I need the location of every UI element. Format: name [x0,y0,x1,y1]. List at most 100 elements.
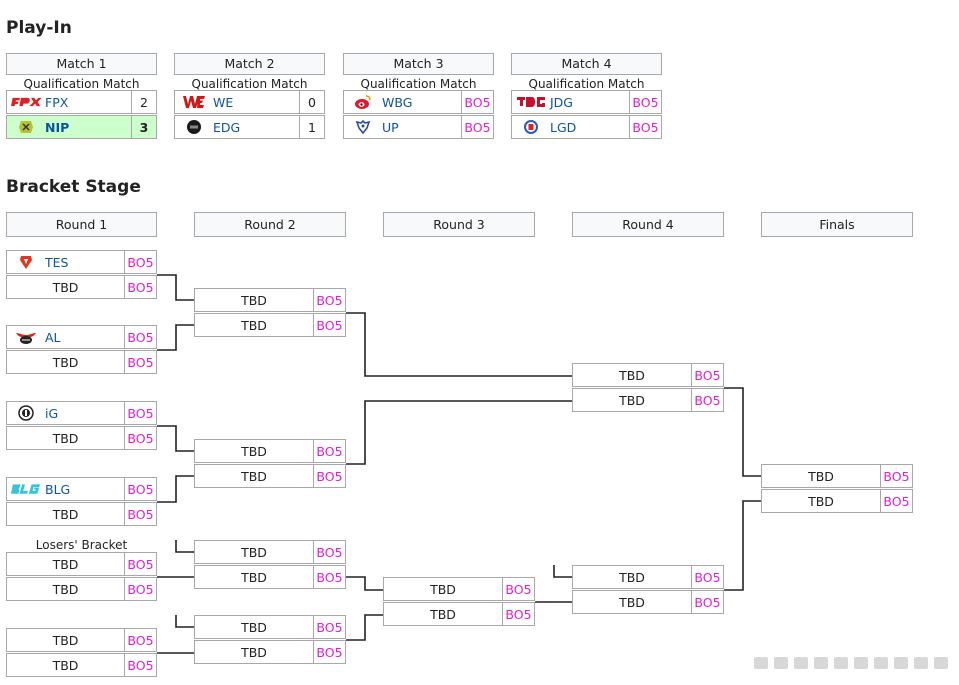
al-logo-icon [11,329,41,345]
tes-logo-icon [11,254,41,270]
score: BO5 [629,116,661,138]
tbd-label: TBD [52,632,79,648]
tbd-label: TBD [619,367,645,383]
bo-label: BO5 [313,465,345,487]
score: BO5 [461,91,493,113]
bo-label: BO5 [313,314,345,336]
connector-drop-r4 [553,565,572,578]
bo-label: BO5 [880,465,912,487]
team-link[interactable]: LGD [550,119,577,135]
bo-label: BO5 [124,326,156,348]
nip-logo-icon [11,119,41,135]
tbd-label: TBD [808,468,834,484]
r2-m1-team-2: TBD BO5 [194,313,346,337]
tbd-label: TBD [52,556,79,572]
r1-m1-team-1: TES BO5 [6,250,157,274]
r2-l2-team-1: TBD BO5 [194,615,346,639]
team-link[interactable]: UP [382,119,399,135]
r1-m2-team-2: TBD BO5 [6,350,157,374]
tbd-label: TBD [430,606,456,622]
bo-label: BO5 [880,490,912,512]
connector-drop-l1 [175,540,194,553]
bo-label: BO5 [313,641,345,663]
tbd-label: TBD [241,317,267,333]
team-link[interactable]: TES [45,254,69,270]
r4-l1-team-2: TBD BO5 [572,590,724,614]
r2-m2-team-2: TBD BO5 [194,464,346,488]
bo-label: BO5 [313,541,345,563]
playin-title: Play-In [6,18,72,38]
tbd-label: TBD [430,581,456,597]
tbd-label: TBD [52,581,79,597]
team-link[interactable]: iG [45,405,59,421]
connector-r1m3-r2 [157,425,194,452]
team-link[interactable]: BLG [45,481,71,497]
tbd-label: TBD [52,506,79,522]
playin-match-4-sub: Qualification Match [528,77,645,91]
losers-bracket-label: Losers' Bracket [35,538,128,552]
team-link[interactable]: FPX [45,94,69,110]
connector-r4m1-finals [724,387,761,477]
playin-match-3-sub: Qualification Match [360,77,477,91]
bo-label: BO5 [691,389,723,411]
bo-label: BO5 [691,591,723,613]
r1-m3-team-2: TBD BO5 [6,426,157,450]
r3-m1-team-1: TBD BO5 [383,577,535,601]
team-link[interactable]: JDG [550,94,573,110]
r4-l1-team-1: TBD BO5 [572,565,724,589]
playin-match-2-team-2: EDG 1 [174,115,325,139]
bo-label: BO5 [124,654,156,676]
tbd-label: TBD [241,292,267,308]
playin-match-4-team-1: JDG BO5 [511,90,662,114]
connector-r2m1-r4 [346,312,572,377]
score: 0 [299,91,324,113]
finals-team-1: TBD BO5 [761,464,913,488]
r1-m2-team-1: AL BO5 [6,325,157,349]
tbd-label: TBD [52,430,79,446]
connector-r2l1-r3 [346,576,383,591]
team-link[interactable]: WE [213,94,234,110]
bo-label: BO5 [124,478,156,500]
r1-m3-team-1: iG BO5 [6,401,157,425]
score: 2 [131,91,156,113]
r2-m1-team-1: TBD BO5 [194,288,346,312]
r4-m1-team-2: TBD BO5 [572,388,724,412]
tbd-label: TBD [241,468,267,484]
jdg-logo-icon [516,95,546,109]
connector-drop-l2 [175,615,194,628]
score: 1 [299,116,324,138]
bo-label: BO5 [124,427,156,449]
tbd-label: TBD [808,493,834,509]
playin-match-1-header: Match 1 [6,53,157,75]
ig-logo-icon [11,405,41,421]
r3-m1-team-2: TBD BO5 [383,602,535,626]
tbd-label: TBD [619,594,645,610]
bo-label: BO5 [691,364,723,386]
playin-match-1-team-2: NIP 3 [6,115,157,139]
bo-label: BO5 [691,566,723,588]
tbd-label: TBD [241,443,267,459]
bo-label: BO5 [124,402,156,424]
connector-r2l2-r3 [346,614,383,641]
r2-l2-team-2: TBD BO5 [194,640,346,664]
bo-label: BO5 [313,616,345,638]
r1-m4-team-1: BLG BO5 [6,477,157,501]
team-link[interactable]: WBG [382,94,413,110]
edg-logo-icon [179,119,209,135]
r1-m4-team-2: TBD BO5 [6,502,157,526]
wbg-logo-icon [348,94,378,110]
score: BO5 [629,91,661,113]
playin-match-3-header: Match 3 [343,53,494,75]
round-2-header: Round 2 [194,212,346,237]
team-link[interactable]: AL [45,329,61,345]
team-link[interactable]: NIP [45,119,70,135]
team-link[interactable]: EDG [213,119,241,135]
playin-match-1-team-1: FPX 2 [6,90,157,114]
playin-match-2-team-1: WE 0 [174,90,325,114]
bo-label: BO5 [313,289,345,311]
tbd-label: TBD [241,544,267,560]
score: BO5 [461,116,493,138]
bo-label: BO5 [502,578,534,600]
playin-match-4-header: Match 4 [511,53,662,75]
